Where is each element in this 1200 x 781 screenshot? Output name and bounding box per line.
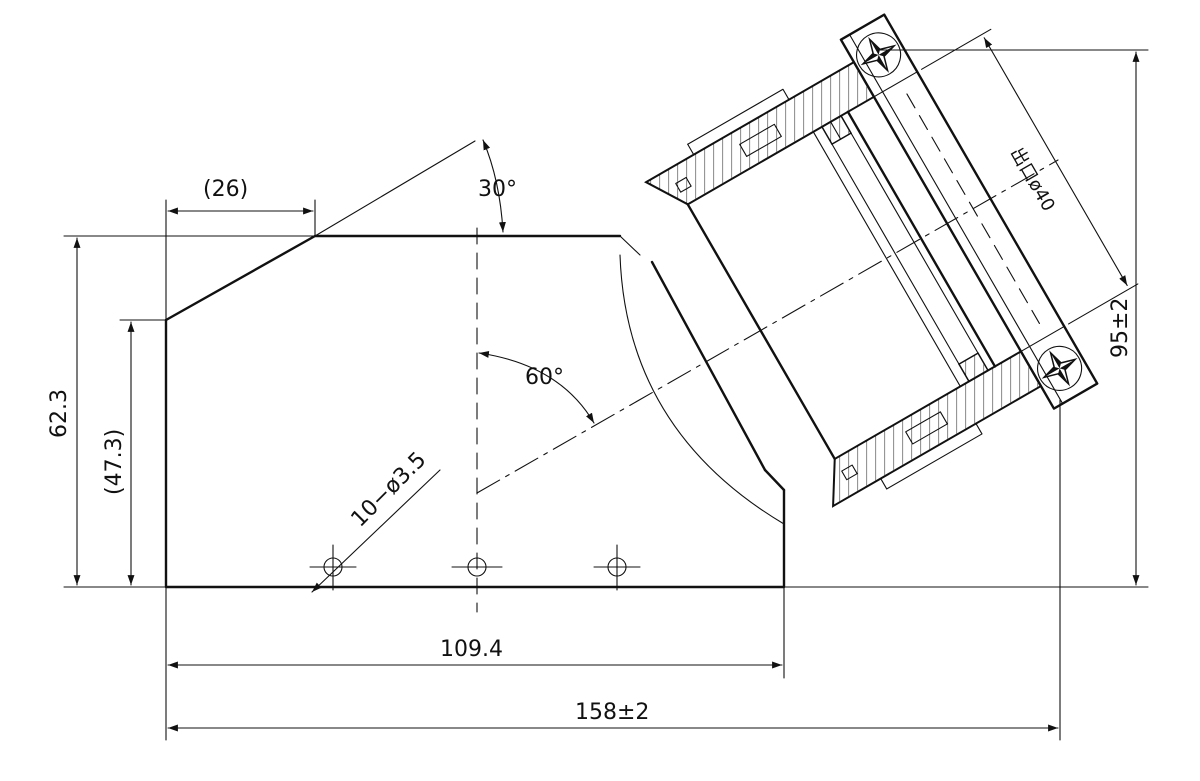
dim-length-158: 158±2 — [575, 700, 649, 725]
hole-icon — [451, 557, 503, 577]
hole-icon — [593, 544, 641, 591]
dimension-labels: (26) 30° 60° 62.3 (47.3) 10−ø3.5 109.4 1… — [47, 144, 1133, 725]
dim-height-62: 62.3 — [47, 389, 72, 438]
seal-ring-upper — [820, 114, 853, 146]
body-outline — [164, 234, 786, 589]
dim-port-diameter: 出口ø40 — [1006, 144, 1059, 215]
outlet-connector — [644, 13, 1139, 508]
hole-icon — [309, 544, 357, 591]
dim-angle-60: 60° — [525, 365, 564, 390]
dim-chamfer-width: (26) — [203, 177, 248, 202]
lower-wall-section — [832, 350, 1043, 508]
dim-length-109: 109.4 — [440, 637, 503, 662]
dim-angle-30: 30° — [478, 177, 517, 202]
dim-height-95: 95±2 — [1108, 298, 1133, 358]
dimension-lines — [63, 49, 1149, 741]
mounting-holes — [309, 469, 641, 593]
flange-plate — [839, 13, 1099, 410]
center-lines — [476, 159, 1059, 613]
dim-height-47: (47.3) — [102, 429, 127, 495]
bolt-icon — [1037, 345, 1083, 391]
seal-ring-lower — [957, 352, 990, 383]
bolt-icon — [856, 32, 902, 78]
